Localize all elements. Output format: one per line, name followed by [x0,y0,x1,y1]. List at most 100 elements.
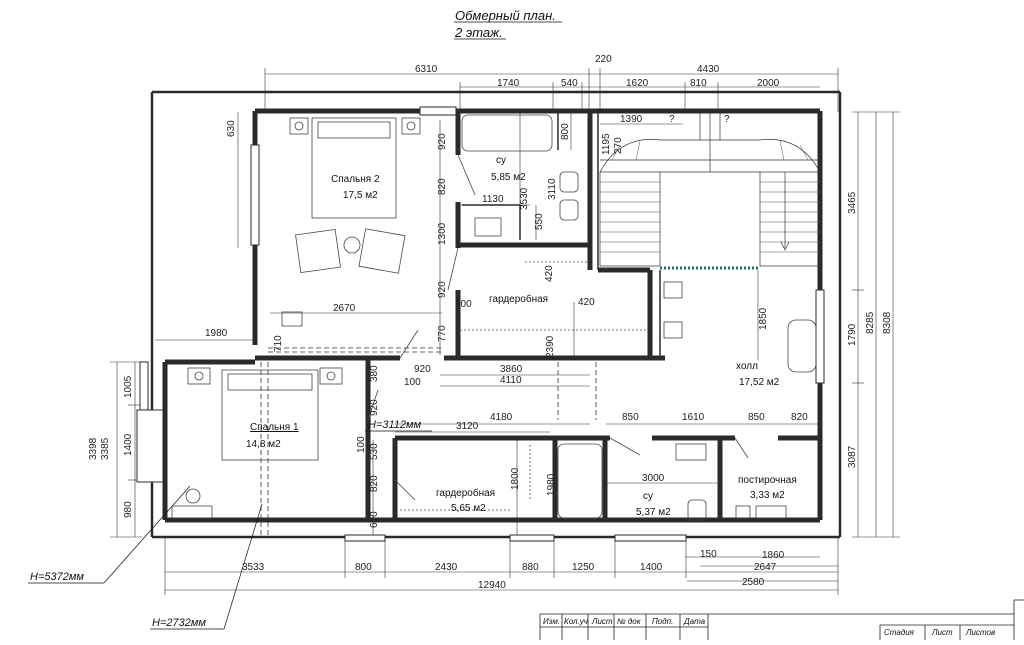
furniture [171,114,817,521]
armchair-icon [295,228,341,274]
dimension-texts: 6310 220 4430 1740 540 1620 810 2000 139… [88,54,893,591]
room-area-laundry: 3,33 м2 [750,490,785,501]
dim-v-420b: 420 [578,297,595,308]
dim-top-6310: 6310 [415,64,438,75]
staircase [599,111,821,267]
door-icon [609,437,641,456]
dim-v-8308: 8308 [882,311,893,334]
dim-b-1400: 1400 [640,562,663,573]
dim-v-770: 770 [437,325,448,342]
chair-icon [281,311,303,327]
room-area-bedroom2: 17,5 м2 [343,190,378,201]
sofa-icon [787,319,817,373]
dashed-lines [260,347,597,537]
dim-v-550: 550 [534,213,545,230]
chair-icon [185,488,201,504]
dim-top-220: 220 [595,54,612,65]
dim-v-3385: 3385 [100,437,111,460]
dim-v-1400: 1400 [123,433,134,456]
plan-title-line2: 2 этаж. [454,25,503,40]
dim-h-4180: 4180 [490,412,513,423]
dim-h-850b: 850 [748,412,765,423]
title-block [539,599,1024,640]
door-icon [394,479,416,501]
room-area-bathroom-top: 5,85 м2 [491,172,526,183]
dim-v-1005: 1005 [123,375,134,398]
dim-b-12940: 12940 [478,580,506,591]
dim-v-270: 270 [613,137,624,154]
dim-v-1195: 1195 [601,133,612,155]
nightstand-icon [319,367,343,385]
room-name-laundry: постирочная [738,475,797,486]
dim-h-2670: 2670 [333,303,356,314]
dim-v-420a: 420 [544,265,555,282]
dim-h-100b: 100 [404,377,421,388]
dim-question-1: ? [669,114,675,125]
dim-b-2647: 2647 [754,562,777,573]
dim-top-2000: 2000 [757,78,780,89]
tb-doc-number: № док [617,617,642,626]
windows [136,106,825,542]
dim-h-1610: 1610 [682,412,705,423]
dimension-lines [110,68,900,595]
dim-v-100c: 100 [356,436,367,453]
dim-v-1300: 1300 [437,222,448,245]
height-marks: H=3112мм H=5372мм H=2732мм [28,419,432,630]
desk-icon [171,505,213,519]
sink-icon [675,443,707,461]
dim-h-3120: 3120 [456,421,479,432]
cabinet-icon [663,321,683,339]
room-area-wardrobe-bottom: 5,65 м2 [451,503,486,514]
washing-machine-icon [755,505,787,519]
dim-b-880: 880 [522,562,539,573]
side-table-icon [343,236,361,254]
bathtub-icon [461,114,553,152]
dim-b-150: 150 [700,549,717,560]
dim-top-1620: 1620 [626,78,649,89]
dim-v-980: 980 [123,501,134,518]
nightstand-icon [187,367,211,385]
dim-v-3110: 3110 [547,178,558,200]
tb-izm: Изм. [543,617,560,626]
dim-h-3860: 3860 [500,364,523,375]
room-labels: Спальня 2 17,5 м2 су 5,85 м2 гардеробная… [246,155,797,518]
bathtub-icon [557,443,603,519]
dim-v-8285: 8285 [865,311,876,334]
dim-h-3000: 3000 [642,473,665,484]
door-icon [367,389,379,421]
dim-h-100a: 100 [455,299,472,310]
dim-v-530: 530 [369,443,380,460]
dim-h-850a: 850 [622,412,639,423]
dim-b-1250: 1250 [572,562,595,573]
cabinet-icon [663,281,683,299]
dim-v-1850: 1850 [758,307,769,330]
dim-v-920d: 920 [369,399,380,416]
sink-icon [474,217,502,237]
tb-signature: Подп. [652,617,673,626]
room-name-bathroom-bottom: су [643,491,653,502]
dim-top-540: 540 [561,78,578,89]
room-name-bathroom-top: су [496,155,506,166]
room-name-wardrobe-bottom: гардеробная [436,487,495,499]
tb-date: Дата [683,617,706,626]
dim-h-1130: 1130 [482,194,504,205]
dim-v-820c: 820 [369,475,380,492]
tb-list: Лист [591,617,613,626]
nightstand-icon [289,117,309,135]
dim-top-1740: 1740 [497,78,520,89]
room-name-bedroom2: Спальня 2 [331,174,380,185]
tb-stage: Стадия [884,628,915,637]
toilet-icon [687,499,707,521]
height-mark-h1: H=3112мм [368,419,422,431]
dim-v-3087: 3087 [847,445,858,468]
dim-v-3530: 3530 [519,187,530,210]
door-icon [457,154,476,196]
door-icon [734,437,749,459]
dim-v-1800: 1800 [510,467,521,490]
dim-b-2580: 2580 [742,577,765,588]
dim-top-4430: 4430 [697,64,720,75]
tb-sheets: Листов [965,628,995,637]
dim-v-600: 600 [369,511,380,528]
dim-question-2: ? [724,114,730,125]
